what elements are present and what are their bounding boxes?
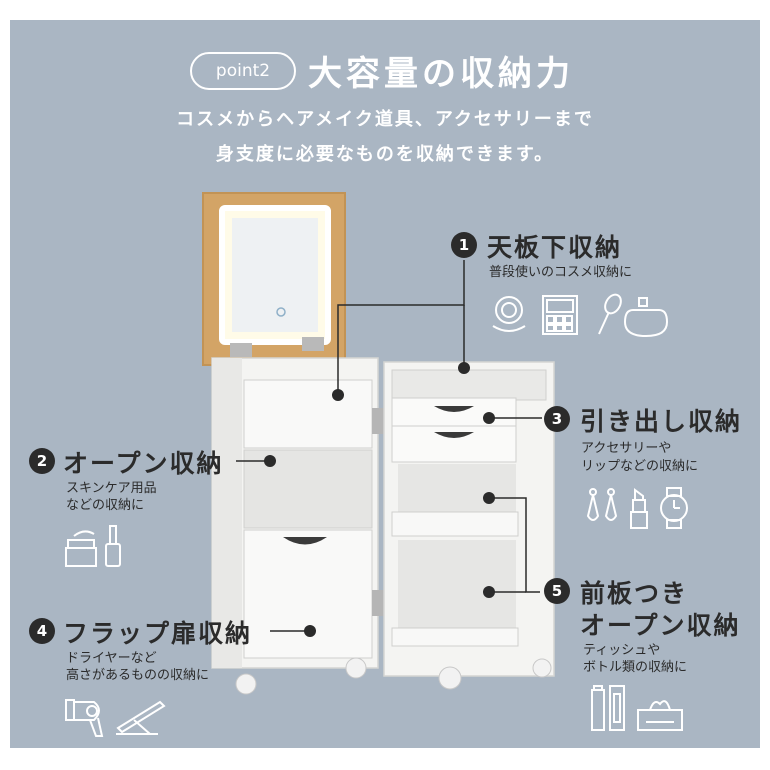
earrings-icon <box>586 488 618 521</box>
subtitle-line-2: 身支度に必要なものを収納できます。 <box>215 144 555 165</box>
hair-dryer-icon <box>65 699 104 737</box>
hair-iron-icon <box>116 700 166 735</box>
feature-3-number: 3 <box>544 406 570 432</box>
feature-3-title: 引き出し収納 <box>580 407 743 436</box>
feature-5-desc-2: ボトル類の収納に <box>583 660 688 675</box>
feature-1-desc: 普段使いのコスメ収納に <box>489 265 633 280</box>
feature-1-number: 1 <box>451 232 477 258</box>
bottles-icon <box>591 685 625 731</box>
feature-5-icons <box>591 685 683 731</box>
feature-4-title: フラップ扉収納 <box>63 619 253 648</box>
feature-5-title-1: 前板つき <box>580 579 689 608</box>
feature-2-desc-2: などの収納に <box>66 498 145 513</box>
nail-polish-icon <box>105 525 121 567</box>
point-badge: point2 <box>190 52 296 90</box>
wristwatch-icon <box>660 487 688 529</box>
callout-dots <box>264 362 495 637</box>
right-cabinet <box>383 361 555 690</box>
feature-2-icons <box>65 525 121 567</box>
feature-2-number: 2 <box>29 448 55 474</box>
feature-2-title: オープン収納 <box>63 449 224 478</box>
eyeshadow-palette-icon <box>542 295 578 335</box>
mirror-lid <box>202 192 346 366</box>
feature-4-icons <box>65 699 166 737</box>
feature-4-number: 4 <box>29 618 55 644</box>
feature-1-icons <box>492 293 669 338</box>
feature-5-number: 5 <box>544 578 570 604</box>
subtitle-line-1: コスメからヘアメイク道具、アクセサリーまで <box>176 109 594 130</box>
feature-1-title: 天板下収納 <box>487 233 623 262</box>
lipstick-icon <box>630 488 648 529</box>
feature-2-desc-1: スキンケア用品 <box>66 481 157 496</box>
compact-mirror-icon <box>492 296 526 332</box>
perfume-bottle-icon <box>623 297 669 338</box>
feature-5-desc-1: ティッシュや <box>583 643 661 658</box>
feature-3-icons <box>586 487 688 529</box>
feature-4-desc-2: 高さがあるものの収納に <box>66 668 210 683</box>
feature-4-desc-1: ドライヤーなど <box>66 651 157 666</box>
makeup-brush-icon <box>598 293 622 335</box>
tissue-box-icon <box>637 700 683 731</box>
feature-3-desc-1: アクセサリーや <box>581 441 672 456</box>
feature-5-title-2: オープン収納 <box>580 611 741 640</box>
page-title: 大容量の収納力 <box>308 54 574 94</box>
feature-3-desc-2: リップなどの収納に <box>581 459 699 474</box>
left-cabinet <box>211 357 386 695</box>
cream-jar-icon <box>65 530 97 567</box>
